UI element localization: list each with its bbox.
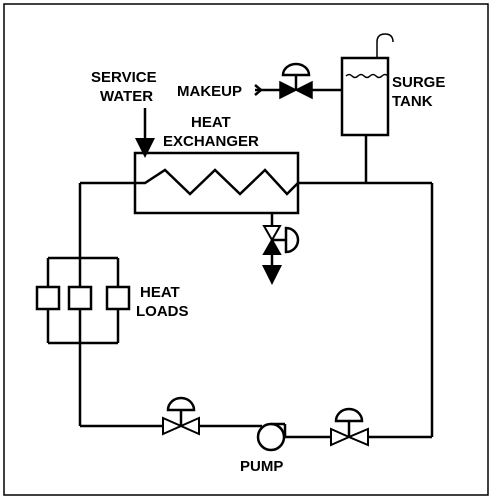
heat-load-1 (35, 285, 61, 311)
heat-loads-bank (35, 256, 131, 345)
service-water-label-line2: WATER (100, 88, 153, 105)
heat-exchanger (133, 151, 300, 215)
heat-exchanger-label-line2: EXCHANGER (163, 133, 259, 150)
heat-exchanger-label-line1: HEAT (191, 114, 231, 131)
return-line-valve (162, 396, 200, 436)
makeup-valve (254, 62, 342, 100)
heat-loads-label-line1: HEAT (140, 284, 180, 301)
heat-loads-label-line2: LOADS (136, 303, 189, 320)
heat-load-2 (67, 285, 93, 311)
diagram-border (3, 3, 489, 496)
drain-valve (262, 213, 300, 285)
surge-tank-label-line1: SURGE (392, 74, 445, 91)
service-water-label-line1: SERVICE (91, 69, 157, 86)
makeup-label: MAKEUP (177, 83, 242, 100)
surge-tank (340, 33, 394, 137)
pump (256, 422, 287, 452)
pump-label: PUMP (240, 458, 283, 475)
discharge-valve (330, 407, 369, 447)
heat-load-3 (105, 285, 131, 311)
main-loop-piping (78, 135, 434, 439)
surge-tank-label-line2: TANK (392, 93, 433, 110)
